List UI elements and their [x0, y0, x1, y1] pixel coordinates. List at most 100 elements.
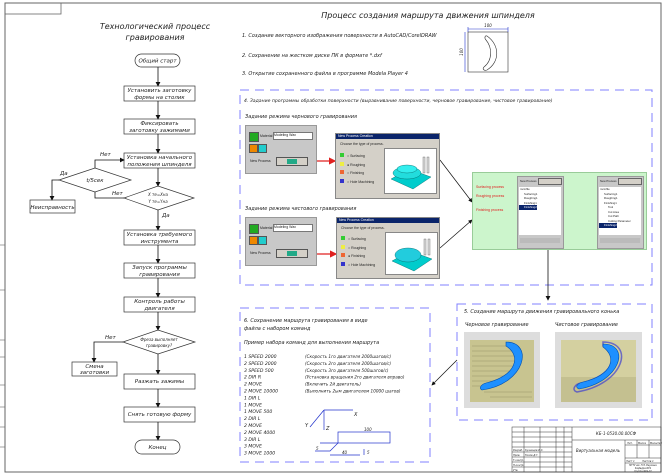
arrow	[439, 159, 473, 203]
tree-item[interactable]: Tool	[608, 205, 614, 209]
tree-item[interactable]: mcmfile	[520, 187, 530, 191]
option-roughing[interactable]: ○ Roughing	[341, 244, 375, 253]
tree-item[interactable]: Finishing1	[524, 200, 537, 205]
tree-item[interactable]: Roughing1	[604, 196, 618, 200]
command-line: 1 MOVE 500	[244, 409, 272, 415]
tree-item[interactable]: Finishing2	[519, 205, 537, 210]
step-label: Снять готовую форму	[128, 412, 192, 418]
new-process-label: New Process	[520, 179, 537, 183]
axis-x: X	[353, 412, 358, 418]
process-options: ○ Surfacing ● Roughing ○ Finishing ○ Hol…	[340, 152, 374, 186]
step-4: 4. Задание программы обработки поверхнос…	[244, 98, 553, 104]
step-label: положения шпинделя	[127, 162, 192, 168]
option-hole-machining[interactable]: ○ Hole Machining	[340, 178, 374, 187]
step-label: гравирования	[139, 272, 180, 278]
dim-height: 100	[459, 48, 464, 56]
command-line: 3 DIR L	[244, 437, 261, 443]
tree-item[interactable]: Cut Path	[608, 214, 619, 218]
no-label: Нет	[112, 191, 124, 197]
new-process-button[interactable]	[618, 178, 642, 185]
command-line: 3 SPEED 500	[244, 368, 274, 374]
command-comment: (Установка вращения 2го двигателя вправо…	[305, 375, 405, 380]
tree-item[interactable]: Cutting Parameter	[608, 218, 631, 223]
decision-position-label: X те=Xна	[147, 192, 169, 197]
command-line: 2 MOVE 10000	[244, 389, 278, 395]
no-label: Нет	[100, 152, 112, 158]
annotation-roughing: Roughing process	[476, 194, 505, 198]
dim-offset: 40	[342, 450, 348, 455]
command-comment: (Скорость 3го двигателя 500шагов/с)	[305, 368, 389, 373]
option-roughing[interactable]: ● Roughing	[340, 161, 374, 170]
side-strip	[0, 244, 5, 448]
step-6: 6. Сохранение маршрута гравирования в ви…	[244, 318, 368, 324]
drawing-name: Виртуальная модель	[576, 448, 621, 453]
sheet: Лист 1	[625, 459, 635, 463]
step-1: 1. Создание векторного изображения повер…	[242, 33, 438, 39]
no-label: Нет	[105, 335, 117, 341]
tree-item[interactable]: Surfacing1	[604, 191, 618, 196]
step-label: Установить заготовку	[128, 88, 193, 94]
tree-item[interactable]: Roughing1	[524, 196, 538, 200]
process-annotations: Surfacing process Roughing process Finis…	[476, 183, 504, 215]
tree-toolbar[interactable]	[600, 238, 640, 243]
tree-item[interactable]: Finishing2	[599, 223, 617, 228]
col-scale: Масштаб	[650, 441, 662, 445]
step-3: 3. Открытие сохраненного файла в програм…	[242, 71, 408, 77]
option-finishing[interactable]: ● Finishing	[341, 252, 375, 261]
rough-view-label: Черновое гравирование	[465, 322, 529, 328]
flowchart-title: Технологический процесс	[100, 22, 211, 31]
step-label: формы на столик	[134, 95, 185, 101]
sheets: Листов 1	[641, 459, 654, 463]
new-process-button[interactable]	[276, 249, 308, 258]
material-select[interactable]: Modeling Wax	[273, 132, 313, 140]
tree-item[interactable]: Finishing1	[604, 200, 617, 205]
tree-item[interactable]: mcmfile	[600, 187, 610, 191]
tree-item[interactable]: Surfacing1	[524, 191, 538, 196]
material-select[interactable]: Modeling Wax	[273, 224, 313, 232]
option-hole-machining[interactable]: ○ Hole Machining	[341, 261, 375, 270]
decision-position	[122, 185, 196, 211]
arrow	[439, 219, 473, 249]
new-process-button[interactable]	[538, 178, 562, 185]
step-label: Контроль работы	[134, 299, 185, 305]
rough-render	[464, 332, 540, 408]
command-line: 1 SPEED 2000	[244, 354, 277, 360]
decision-engrave	[121, 329, 197, 355]
option-surfacing[interactable]: ○ Surfacing	[340, 152, 374, 161]
step-4-frame	[239, 89, 653, 286]
decision-engrave-label: гравировку?	[146, 343, 173, 348]
new-process-icon	[287, 251, 297, 256]
finish-mode-label: Задание режима чистового гравирования	[245, 206, 356, 212]
step-5: 5. Создание маршрута движения гравировал…	[464, 309, 619, 315]
tree-item[interactable]: Cut Area	[608, 209, 619, 214]
decision-engrave-label: Фреза выполняет	[140, 337, 178, 342]
decision-time-label: t/5сек	[86, 178, 104, 184]
option-surfacing[interactable]: ○ Surfacing	[341, 235, 375, 244]
annotation-finishing: Finishing process	[476, 208, 504, 212]
command-line: 1 DIR L	[244, 395, 261, 401]
step-6: файла с набором команд	[244, 326, 311, 332]
new-process-label: New Process	[600, 179, 617, 183]
col-lit: Лит.	[626, 441, 633, 445]
step-label: Разжать зажимы	[135, 379, 185, 385]
yes-label: Да	[59, 171, 68, 177]
process-panel-finish: Material Modeling Wax New Process	[245, 217, 317, 266]
arrow	[431, 359, 458, 386]
option-finishing[interactable]: ○ Finishing	[340, 169, 374, 178]
command-line: 2 DIR R	[244, 375, 261, 381]
flow-arrows	[49, 67, 161, 441]
process-icon	[249, 236, 258, 245]
new-process-icon	[287, 159, 297, 164]
title-block-text: КБ-1-0530.00.00СФ Виртуальная модель Лит…	[513, 431, 662, 473]
new-process-button[interactable]	[276, 157, 308, 166]
command-line: 2 SPEED 2000	[244, 361, 277, 367]
dialog-title: New Process Creation	[337, 218, 439, 223]
corner-stamp	[4, 2, 62, 15]
tree-toolbar[interactable]	[520, 238, 560, 243]
replace-label: Смена	[85, 364, 104, 370]
title-block	[511, 426, 662, 473]
material-label: Material	[260, 226, 273, 230]
